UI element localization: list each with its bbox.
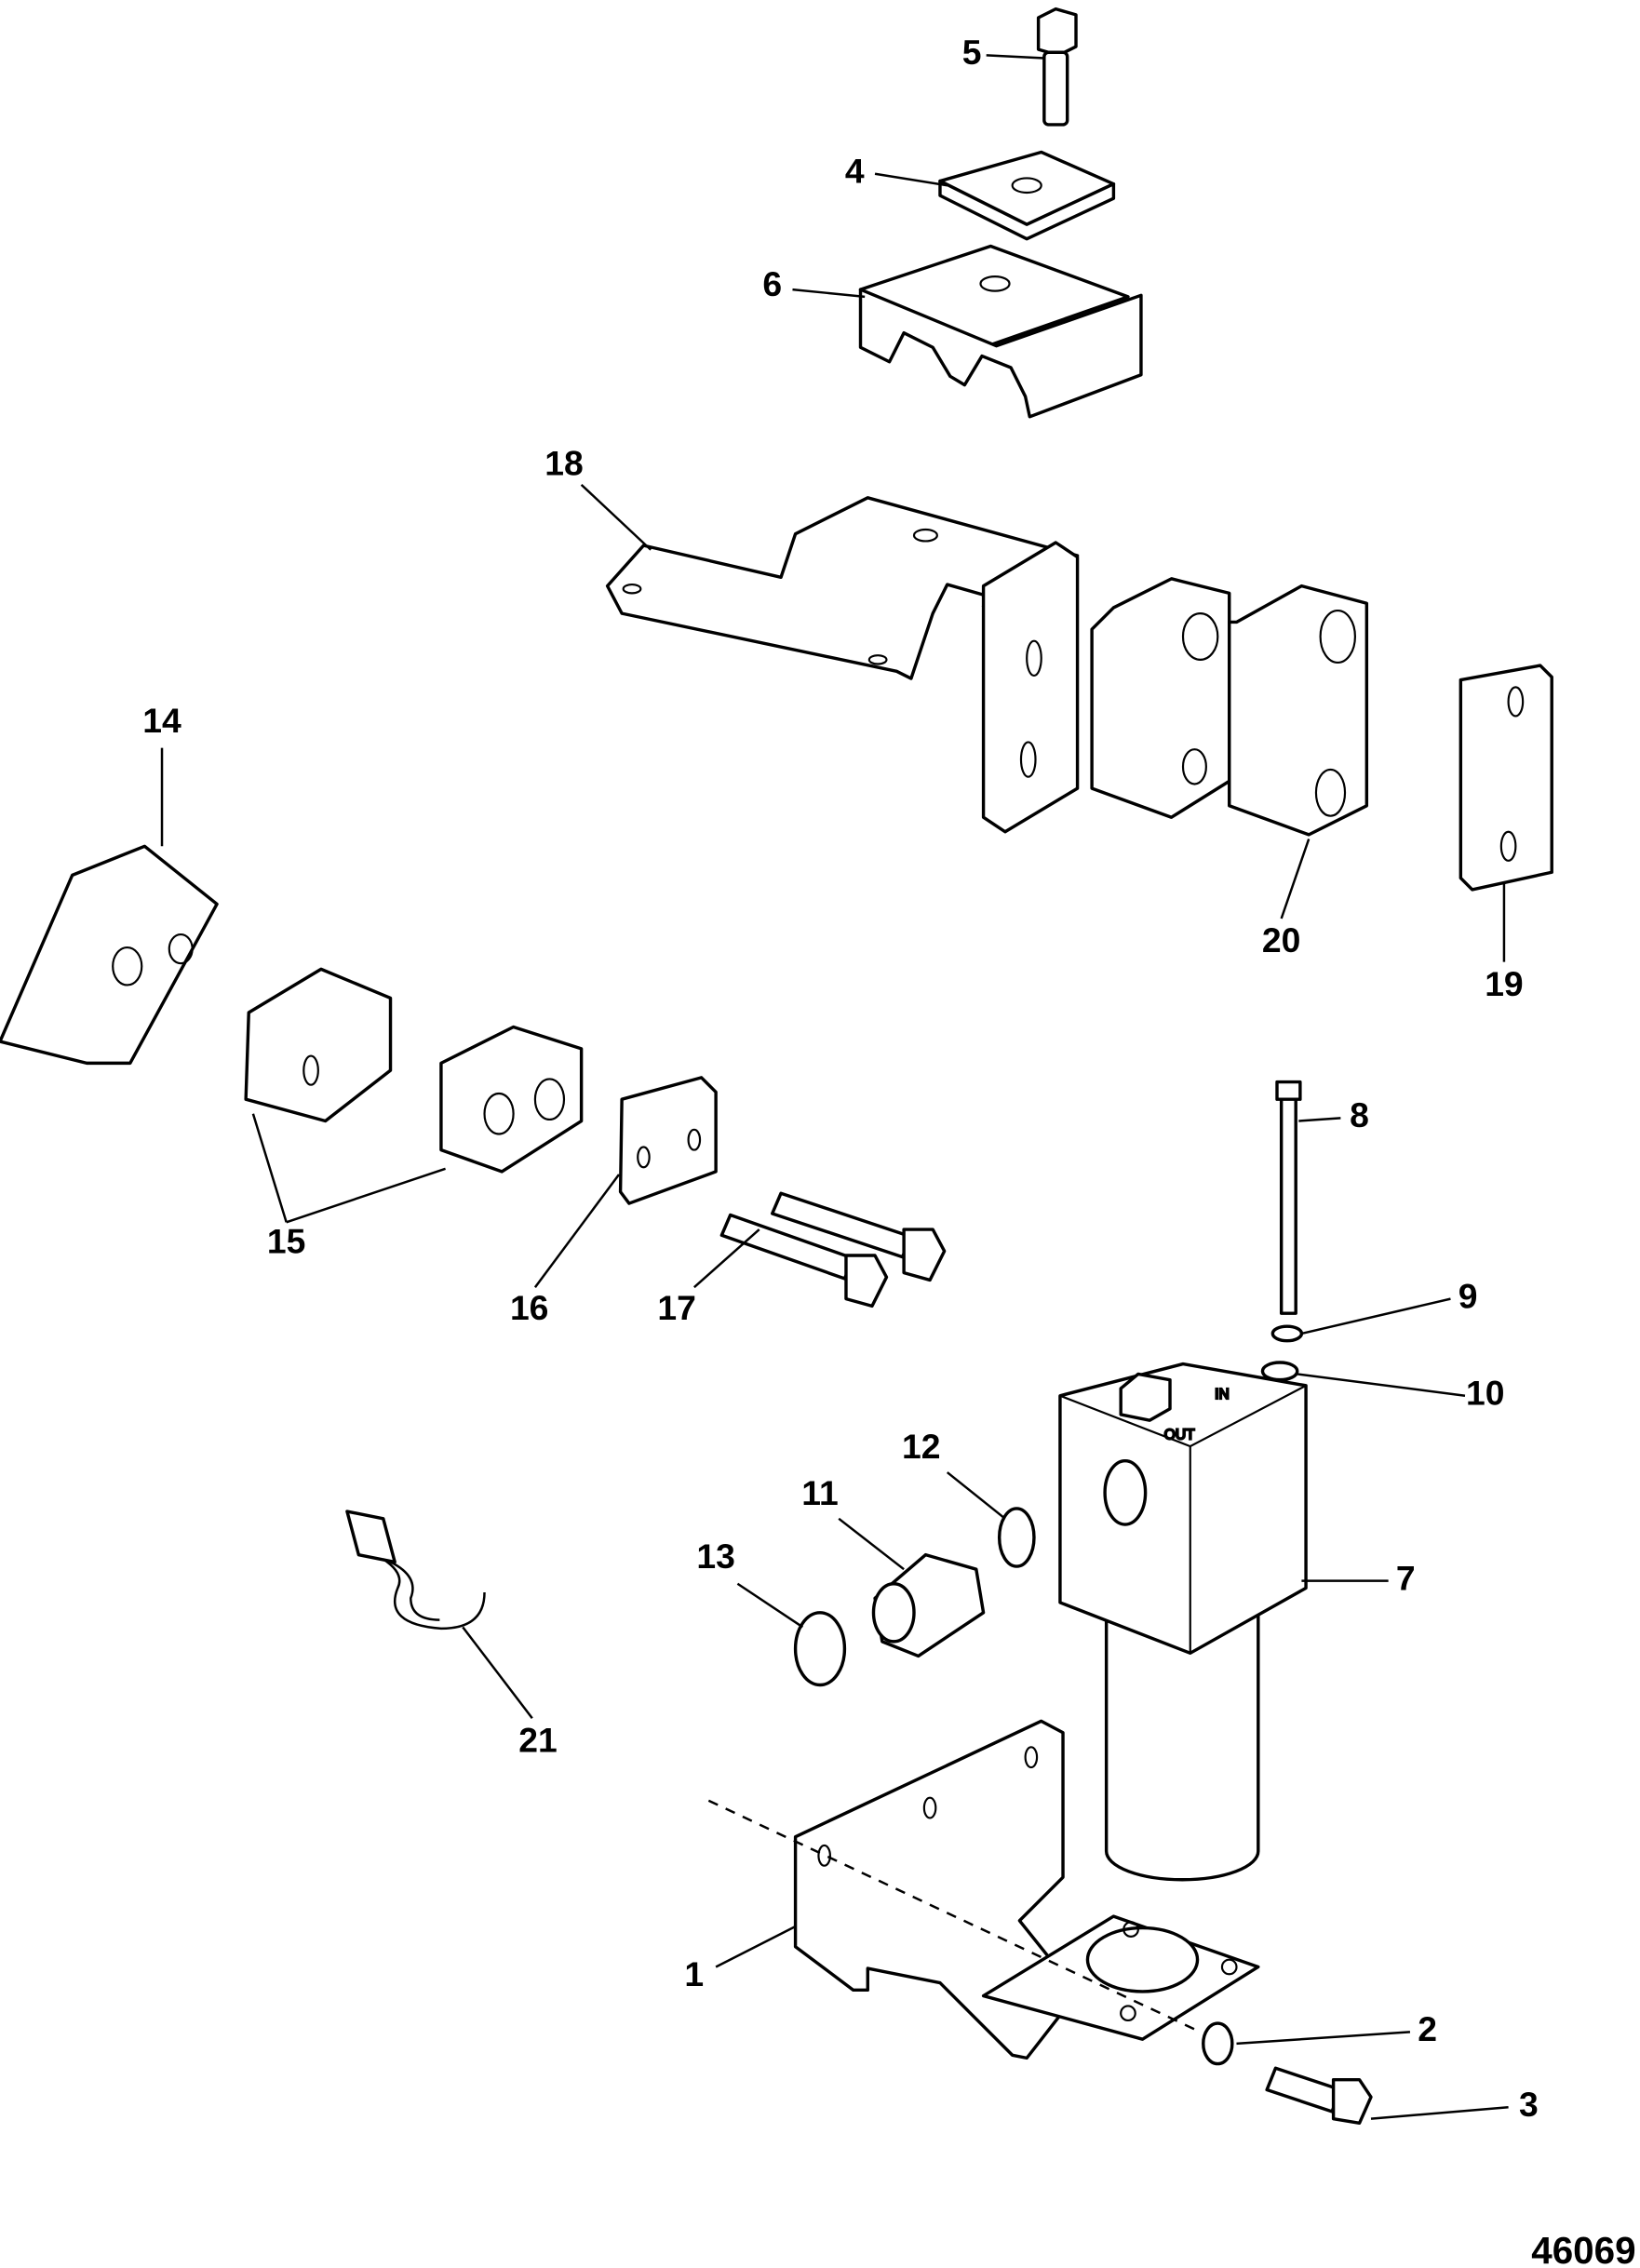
part-21-clip (345, 1510, 486, 1631)
figure-number: 46069 (1531, 2229, 1635, 2268)
callout-5: 5 (962, 33, 982, 72)
part-8-long-bolt (1275, 1080, 1302, 1315)
callout-8: 8 (1350, 1095, 1369, 1134)
part-13-o-ring (793, 1611, 847, 1687)
part-7-filter: OUT IN (1058, 1362, 1308, 1882)
callout-12: 12 (902, 1427, 940, 1466)
part-9-washer (1270, 1324, 1304, 1343)
in-marking: IN (1215, 1387, 1230, 1402)
part-10-washer (1260, 1361, 1299, 1382)
callout-6: 6 (762, 264, 782, 303)
part-17-bolts (719, 1191, 947, 1308)
callout-10: 10 (1466, 1374, 1504, 1413)
callout-16: 16 (510, 1288, 548, 1327)
out-marking: OUT (1164, 1427, 1195, 1443)
callout-2: 2 (1418, 2009, 1437, 2048)
part-4-plate (938, 150, 1116, 241)
part-2-washer (1202, 2021, 1234, 2066)
part-18-bracket (605, 496, 1080, 834)
callout-11: 11 (801, 1473, 838, 1512)
callout-19: 19 (1485, 964, 1523, 1003)
callout-3: 3 (1519, 2085, 1539, 2124)
part-12-o-ring (997, 1507, 1036, 1568)
callout-20: 20 (1262, 920, 1300, 960)
part-3-bolt (1265, 2066, 1373, 2126)
callout-21: 21 (518, 1720, 557, 1759)
callout-15: 15 (267, 1221, 305, 1260)
callout-7: 7 (1396, 1558, 1416, 1597)
part-14-bracket (0, 844, 219, 1066)
callout-9: 9 (1459, 1276, 1478, 1315)
part-6-block (858, 244, 1143, 419)
part-5-bolt (1036, 7, 1078, 127)
callout-14: 14 (142, 701, 181, 740)
callout-13: 13 (696, 1537, 734, 1576)
callout-1: 1 (684, 1954, 704, 1993)
part-20-clamp-blocks (1090, 577, 1369, 837)
part-19-plate (1459, 664, 1553, 892)
callouts: 5 4 6 18 14 20 19 8 15 16 17 9 10 12 11 … (142, 33, 1538, 2124)
leader-lines (160, 54, 1509, 2120)
callout-4: 4 (845, 152, 865, 191)
callout-18: 18 (544, 443, 583, 482)
part-16-plate (618, 1076, 718, 1205)
part-15-blocks (244, 967, 584, 1174)
part-11-fitting (871, 1552, 986, 1658)
part-1-bracket (707, 1719, 1260, 2060)
callout-17: 17 (657, 1288, 695, 1327)
